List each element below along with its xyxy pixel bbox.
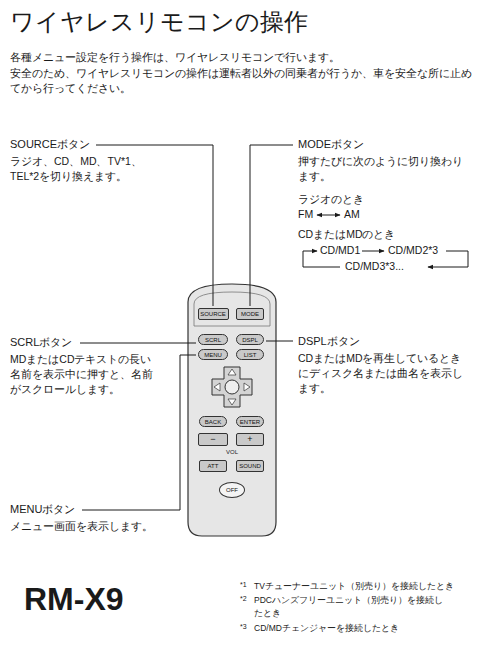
mode-item: CD/MD2*3 (388, 243, 438, 258)
remote-button: LIST (236, 349, 264, 360)
button-label: SOURCE (200, 311, 226, 317)
footnote-mark: *3 (240, 622, 247, 633)
remote-button: SCRL (198, 334, 228, 345)
mode-arrows (303, 215, 468, 267)
remote-button: ENTER (236, 416, 264, 427)
button-label: SOUND (239, 463, 261, 469)
callout-text: ラジオ、CD、MD、TV*1、TEL*2を切り換えます。 (10, 154, 150, 184)
footnote-text: TVチューナーユニット（別売り）を接続したとき (254, 580, 474, 593)
callout-text: 押すたびに次のように切り換わります。 (298, 154, 470, 184)
callout-title: DSPLボタン (298, 334, 360, 350)
mode-heading: CDまたはMDのとき (298, 227, 396, 242)
footnote-text: CD/MDチェンジャーを接続したとき (254, 622, 474, 635)
button-label: − (210, 435, 215, 444)
button-label: OFF (226, 487, 238, 493)
button-label: ATT (208, 463, 219, 469)
remote-button: + (236, 433, 264, 446)
mode-item: FM (298, 207, 313, 222)
cursor-pad (212, 367, 252, 407)
intro-text: 安全のため、ワイヤレスリモコンの操作は運転者以外の同乗者が行うか、車を安全な所に… (10, 66, 472, 96)
remote-button: MENU (198, 349, 228, 360)
button-label: ENTER (240, 419, 260, 425)
callout-title: MODEボタン (298, 137, 364, 153)
button-label: + (247, 435, 252, 444)
button-label: BACK (205, 419, 221, 425)
button-label: DSPL (242, 337, 258, 343)
intro-text: 各種メニュー設定を行う操作は、ワイヤレスリモコンで行います。 (10, 50, 472, 65)
button-label: SCRL (205, 337, 221, 343)
mode-item: CD/MD1 (320, 243, 360, 258)
remote-button: BACK (199, 416, 227, 427)
button-caption: VOL (221, 448, 243, 457)
page-title: ワイヤレスリモコンの操作 (10, 6, 308, 37)
remote-top-panel (194, 292, 270, 326)
remote-body (188, 284, 276, 536)
callout-title: MENUボタン (10, 502, 75, 518)
remote-button: DSPL (236, 334, 264, 345)
mode-item: CD/MD3*3... (345, 259, 404, 274)
remote-button: MODE (236, 308, 264, 320)
remote-button: − (198, 433, 228, 446)
button-label: LIST (244, 352, 257, 358)
callout-text: CDまたはMDを再生しているときにディスク名または曲名を表示します。 (298, 351, 470, 397)
remote-button: SOURCE (198, 308, 229, 320)
footnote-mark: *1 (240, 580, 247, 591)
remote-button: ATT (199, 460, 227, 472)
mode-item: AM (344, 207, 360, 222)
callout-title: SOURCEボタン (10, 137, 90, 153)
mode-heading: ラジオのとき (298, 192, 364, 207)
callout-text: MDまたはCDテキストの長い名前を表示中に押すと、名前がスクロールします。 (10, 352, 160, 398)
button-label: MODE (241, 311, 259, 317)
remote-button: SOUND (236, 460, 264, 472)
remote-button: OFF (219, 482, 245, 498)
footnote-mark: *2 (240, 594, 247, 605)
button-label: MENU (204, 352, 222, 358)
footnote-text: PDCハンズフリーユニット（別売り）を接続したとき (254, 594, 450, 620)
leader-lines (80, 145, 293, 510)
callout-text: メニュー画面を表示します。 (10, 519, 153, 534)
callout-title: SCRLボタン (10, 335, 72, 351)
model-name: RM-X9 (24, 582, 124, 617)
